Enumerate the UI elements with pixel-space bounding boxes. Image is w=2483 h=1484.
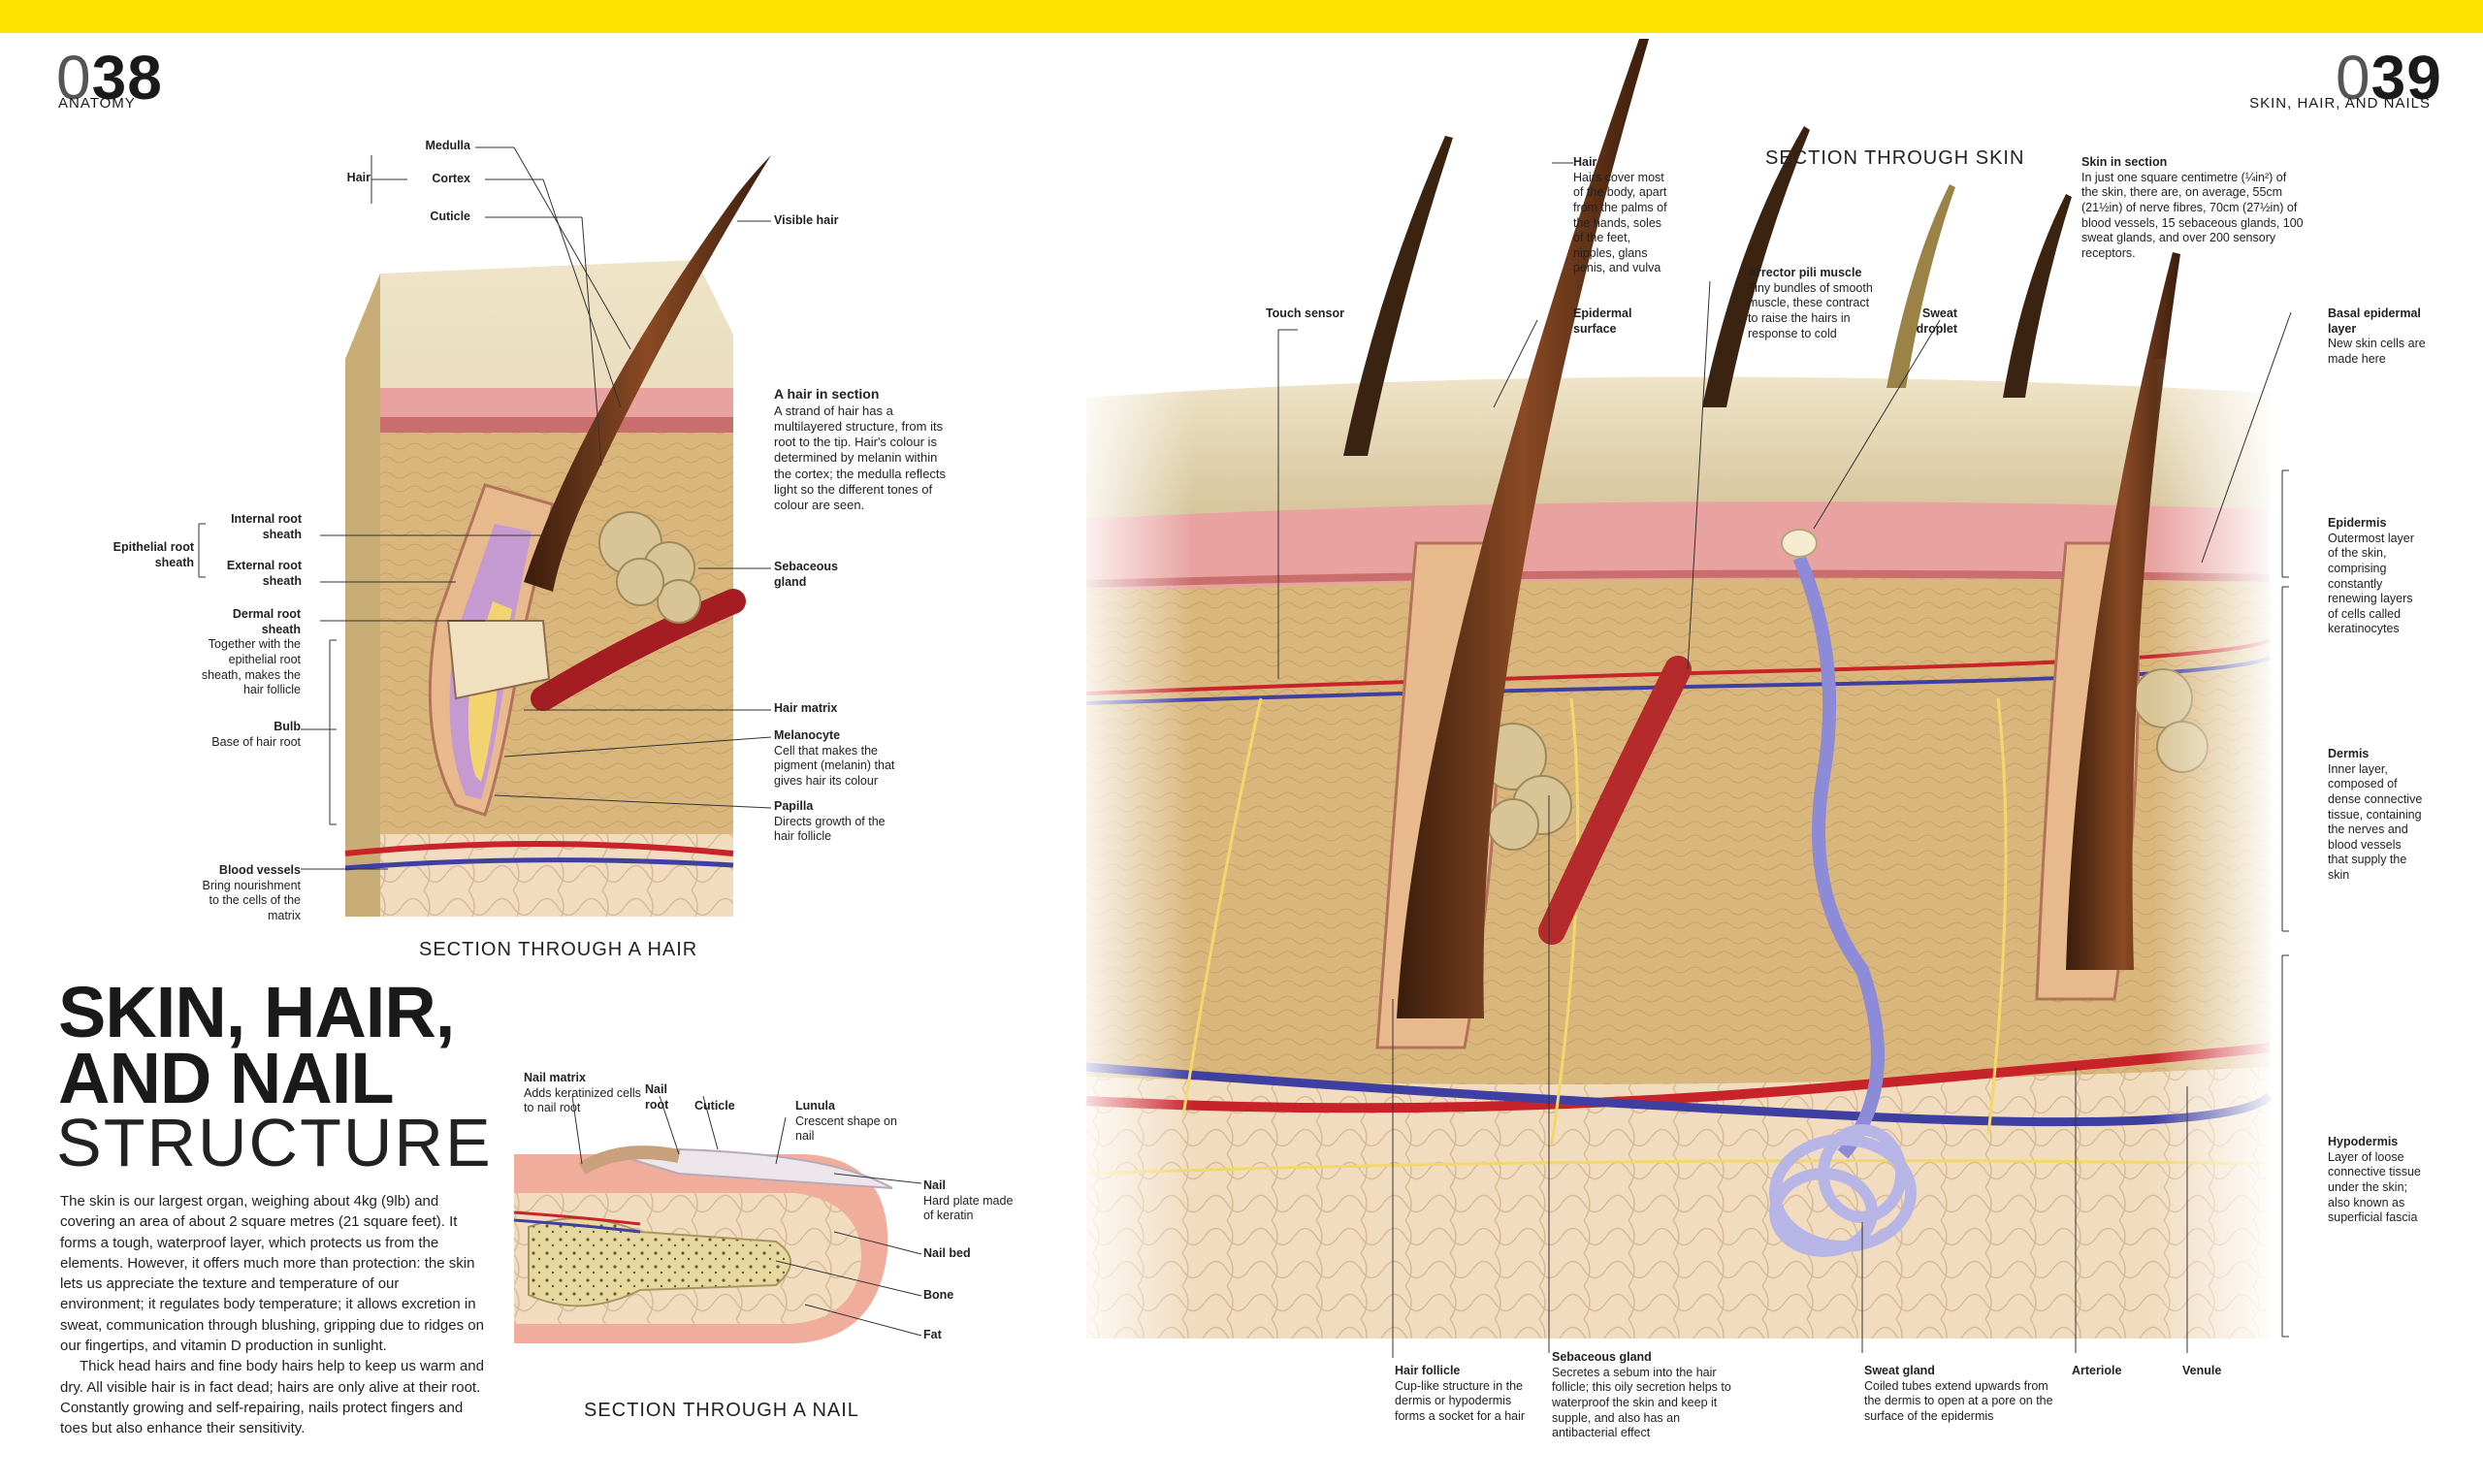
label-cuticle-hair: Cuticle	[430, 210, 470, 223]
label-cuticle-nail: Cuticle	[694, 1099, 735, 1113]
leader-lines	[198, 146, 2292, 1358]
page-title: SKIN, HAIR, AND NAIL	[58, 972, 455, 1119]
label-epidermal-surface: Epidermal surface	[1573, 306, 1632, 336]
label-nail-bed: Nail bed	[923, 1246, 971, 1260]
label-sweat-droplet: Sweat droplet	[1916, 306, 1957, 336]
intro-text: The skin is our largest organ, weighing …	[60, 1191, 487, 1439]
caption-hair-section: SECTION THROUGH A HAIR	[419, 939, 698, 960]
label-touch-sensor: Touch sensor	[1265, 306, 1344, 320]
label-venule: Venule	[2182, 1364, 2222, 1377]
title-line-2: AND NAIL	[58, 1038, 395, 1119]
label-epithelial-root-sheath: Epithelial root sheath	[113, 540, 194, 569]
page-number-right: 039	[2336, 43, 2442, 113]
label-hair-matrix: Hair matrix	[774, 701, 838, 715]
caption-skin-section: SECTION THROUGH SKIN	[1765, 147, 2025, 169]
top-accent-bar	[0, 0, 2483, 33]
label-fat: Fat	[923, 1328, 942, 1341]
label-visible-hair: Visible hair	[774, 213, 839, 227]
label-arteriole: Arteriole	[2072, 1364, 2122, 1377]
intro-paragraph-2: Thick head hairs and fine body hairs hel…	[60, 1358, 484, 1437]
label-sebaceous-gland-hair: Sebaceous gland	[774, 560, 839, 589]
label-cortex: Cortex	[432, 172, 470, 185]
section-label-left: ANATOMY	[58, 95, 136, 112]
page-number-left: 038	[56, 43, 163, 113]
label-medulla: Medulla	[425, 139, 470, 152]
label-hair: Hair	[346, 171, 371, 184]
label-internal-root-sheath: Internal root sheath	[231, 512, 302, 541]
label-bone: Bone	[923, 1288, 954, 1302]
title-line-1: SKIN, HAIR,	[58, 972, 455, 1052]
label-nail-root: Nail root	[645, 1082, 669, 1112]
nail-section-illustration	[513, 1145, 893, 1343]
label-external-root-sheath: External root sheath	[226, 559, 302, 588]
hair-section-illustration	[344, 155, 771, 917]
page-subtitle: STRUCTURE	[56, 1105, 493, 1180]
caption-nail-section: SECTION THROUGH A NAIL	[584, 1400, 859, 1421]
intro-paragraph-1: The skin is our largest organ, weighing …	[60, 1193, 484, 1355]
section-label-right: SKIN, HAIR, AND NAILS	[2249, 95, 2431, 112]
skin-section-illustration	[1067, 39, 2279, 1348]
